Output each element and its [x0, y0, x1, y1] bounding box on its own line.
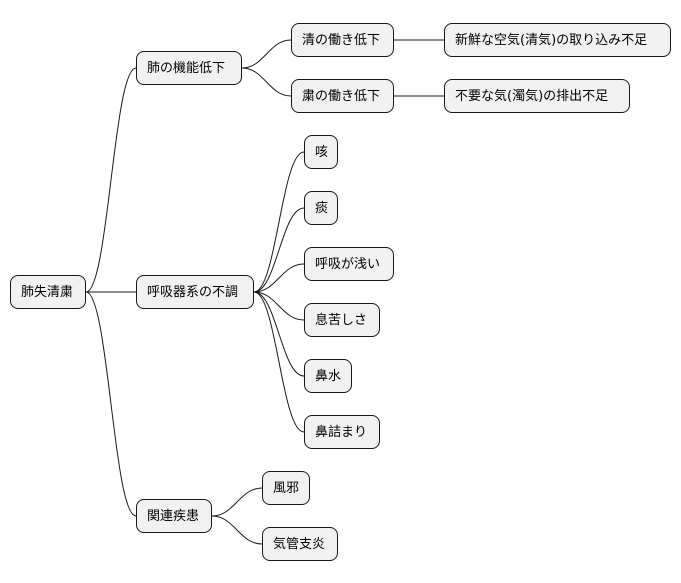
- connector-branch-1-child-1: [253, 207, 305, 293]
- root-node: 肺失清粛: [10, 275, 86, 309]
- branch-node-related-diseases: 関連疾患: [136, 499, 212, 533]
- leaf-node-shallow-breathing: 呼吸が浅い: [304, 247, 394, 281]
- leaf-node-fresh-air-intake: 新鮮な空気(清気)の取り込み不足: [444, 23, 671, 57]
- branch-node-lung-function: 肺の機能低下: [136, 51, 242, 85]
- connector-branch-1-child-2: [253, 263, 305, 293]
- leaf-node-runny-nose: 鼻水: [304, 359, 352, 393]
- leaf-node-bronchitis: 気管支炎: [262, 527, 338, 561]
- leaf-node-breathlessness: 息苦しさ: [304, 303, 380, 337]
- leaf-node-phlegm: 痰: [304, 191, 338, 225]
- connector-branch-1-child-4: [253, 291, 305, 377]
- leaf-node-cough: 咳: [304, 135, 338, 169]
- leaf-node-turbid-qi-discharge: 不要な気(濁気)の排出不足: [444, 79, 630, 113]
- connector-branch-1-child-3: [253, 291, 305, 321]
- leaf-node-common-cold: 風邪: [262, 471, 310, 505]
- connector-branch-0-child-0: [241, 39, 292, 69]
- connector-branch-2-child-0: [211, 487, 263, 517]
- connector-branch-1-child-5: [253, 291, 305, 433]
- connector-root-branch-2: [85, 291, 137, 517]
- connector-branch-0-child-1: [241, 67, 292, 97]
- branch-node-respiratory: 呼吸器系の不調: [136, 275, 254, 309]
- leaf-node-shuku-function: 粛の働き低下: [291, 79, 394, 113]
- connector-branch-1-child-0: [253, 151, 305, 293]
- connector-root-branch-0: [85, 67, 137, 293]
- leaf-node-stuffy-nose: 鼻詰まり: [304, 415, 380, 449]
- leaf-node-sei-function: 清の働き低下: [291, 23, 394, 57]
- connector-branch-2-child-1: [211, 515, 263, 545]
